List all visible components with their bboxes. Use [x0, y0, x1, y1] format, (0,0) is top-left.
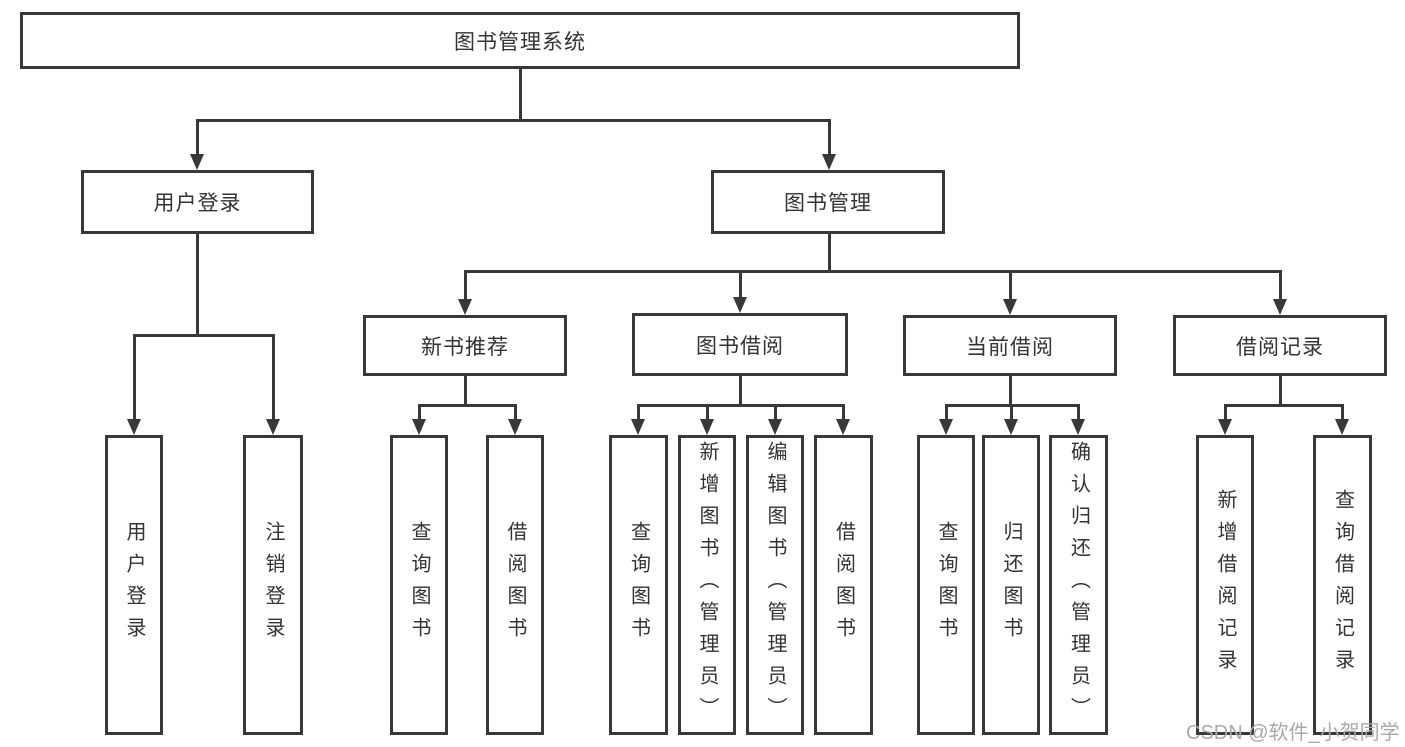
leaf-cb-return-book-label: 归还图书 — [1000, 521, 1022, 649]
node-user-login-label: 用户登录 — [153, 192, 242, 215]
node-book-borrow: 图书借阅 — [632, 313, 848, 376]
arrowhead-down-icon — [1004, 419, 1018, 435]
leaf-bb-add-book-admin-label: 新增图书（管理员） — [696, 441, 718, 729]
node-new-book-recommend-label: 新书推荐 — [421, 335, 509, 359]
connector — [195, 233, 199, 337]
connector — [705, 405, 709, 424]
leaf-rec-query-book: 查询图书 — [390, 435, 448, 735]
arrowhead-down-icon — [458, 299, 472, 315]
leaf-bb-edit-book-admin: 编辑图书（管理员） — [746, 435, 804, 735]
leaf-rec-borrow-book: 借阅图书 — [486, 435, 544, 735]
arrowhead-down-icon — [1218, 419, 1232, 435]
connector — [1278, 271, 1282, 304]
arrowhead-down-icon — [1335, 419, 1349, 435]
connector — [1278, 376, 1282, 407]
connector — [132, 333, 275, 337]
connector — [738, 376, 742, 407]
leaf-br-query-record-label: 查询借阅记录 — [1331, 489, 1354, 681]
csdn-watermark: CSDN @软件_小贺同学 — [1186, 722, 1400, 744]
connector — [518, 68, 522, 121]
connector — [463, 271, 467, 304]
node-borrow-records: 借阅记录 — [1173, 315, 1387, 376]
arrowhead-down-icon — [822, 154, 836, 170]
connector — [1223, 405, 1227, 424]
node-new-book-recommend: 新书推荐 — [363, 315, 567, 376]
arrowhead-down-icon — [1273, 299, 1287, 315]
leaf-cb-return-book: 归还图书 — [982, 435, 1040, 735]
leaf-br-query-record: 查询借阅记录 — [1313, 435, 1372, 735]
arrowhead-down-icon — [1071, 419, 1085, 435]
leaf-bb-borrow-book-label: 借阅图书 — [832, 521, 855, 649]
connector — [132, 335, 136, 423]
leaf-user-login: 用户登录 — [105, 435, 163, 735]
connector — [1076, 405, 1080, 424]
leaf-br-add-record: 新增借阅记录 — [1196, 435, 1254, 735]
arrowhead-down-icon — [939, 419, 953, 435]
leaf-rec-query-book-label: 查询图书 — [408, 521, 430, 649]
connector — [195, 118, 831, 122]
connector — [417, 405, 421, 424]
arrowhead-down-icon — [412, 419, 426, 435]
connector — [271, 335, 275, 423]
node-borrow-records-label: 借阅记录 — [1236, 335, 1324, 359]
node-book-management-label: 图书管理 — [784, 192, 872, 215]
arrowhead-down-icon — [508, 419, 522, 435]
node-book-borrow-label: 图书借阅 — [696, 334, 784, 358]
connector — [1009, 405, 1013, 424]
arrowhead-down-icon — [733, 297, 747, 313]
connector — [827, 233, 831, 273]
connector — [738, 271, 742, 302]
node-book-management: 图书管理 — [711, 170, 945, 234]
connector — [417, 403, 517, 407]
leaf-bb-edit-book-admin-label: 编辑图书（管理员） — [764, 441, 786, 729]
node-user-login: 用户登录 — [81, 170, 314, 234]
connector — [944, 405, 948, 424]
arrowhead-down-icon — [631, 419, 645, 435]
node-root: 图书管理系统 — [20, 12, 1020, 69]
connector — [841, 405, 845, 424]
leaf-cb-confirm-return-admin-label: 确认归还（管理员） — [1067, 441, 1090, 729]
leaf-cb-query-book: 查询图书 — [917, 435, 975, 735]
arrowhead-down-icon — [127, 419, 141, 435]
leaf-logout-login: 注销登录 — [243, 435, 303, 735]
leaf-br-add-record-label: 新增借阅记录 — [1214, 489, 1236, 681]
leaf-user-login-label: 用户登录 — [123, 521, 145, 649]
connector — [1008, 376, 1012, 407]
leaf-rec-borrow-book-label: 借阅图书 — [504, 521, 526, 649]
leaf-cb-query-book-label: 查询图书 — [935, 521, 957, 649]
leaf-bb-add-book-admin: 新增图书（管理员） — [678, 435, 736, 735]
connector — [463, 376, 467, 407]
leaf-bb-query-book-label: 查询图书 — [627, 521, 650, 649]
node-current-borrow: 当前借阅 — [903, 315, 1117, 376]
node-root-label: 图书管理系统 — [454, 30, 586, 54]
connector — [1223, 403, 1344, 407]
connector — [1340, 405, 1344, 424]
connector — [636, 405, 640, 424]
arrowhead-down-icon — [836, 419, 850, 435]
connector — [195, 120, 199, 160]
arrowhead-down-icon — [700, 419, 714, 435]
arrowhead-down-icon — [1003, 299, 1017, 315]
node-current-borrow-label: 当前借阅 — [966, 335, 1054, 359]
leaf-logout-login-label: 注销登录 — [262, 521, 284, 649]
leaf-bb-query-book: 查询图书 — [609, 435, 668, 735]
leaf-bb-borrow-book: 借阅图书 — [814, 435, 873, 735]
arrowhead-down-icon — [266, 419, 280, 435]
connector — [1008, 271, 1012, 304]
connector — [463, 269, 1282, 273]
arrowhead-down-icon — [768, 419, 782, 435]
leaf-cb-confirm-return-admin: 确认归还（管理员） — [1049, 435, 1108, 735]
connector — [636, 403, 845, 407]
connector — [773, 405, 777, 424]
arrowhead-down-icon — [190, 154, 204, 170]
connector — [513, 405, 517, 424]
connector — [827, 120, 831, 160]
